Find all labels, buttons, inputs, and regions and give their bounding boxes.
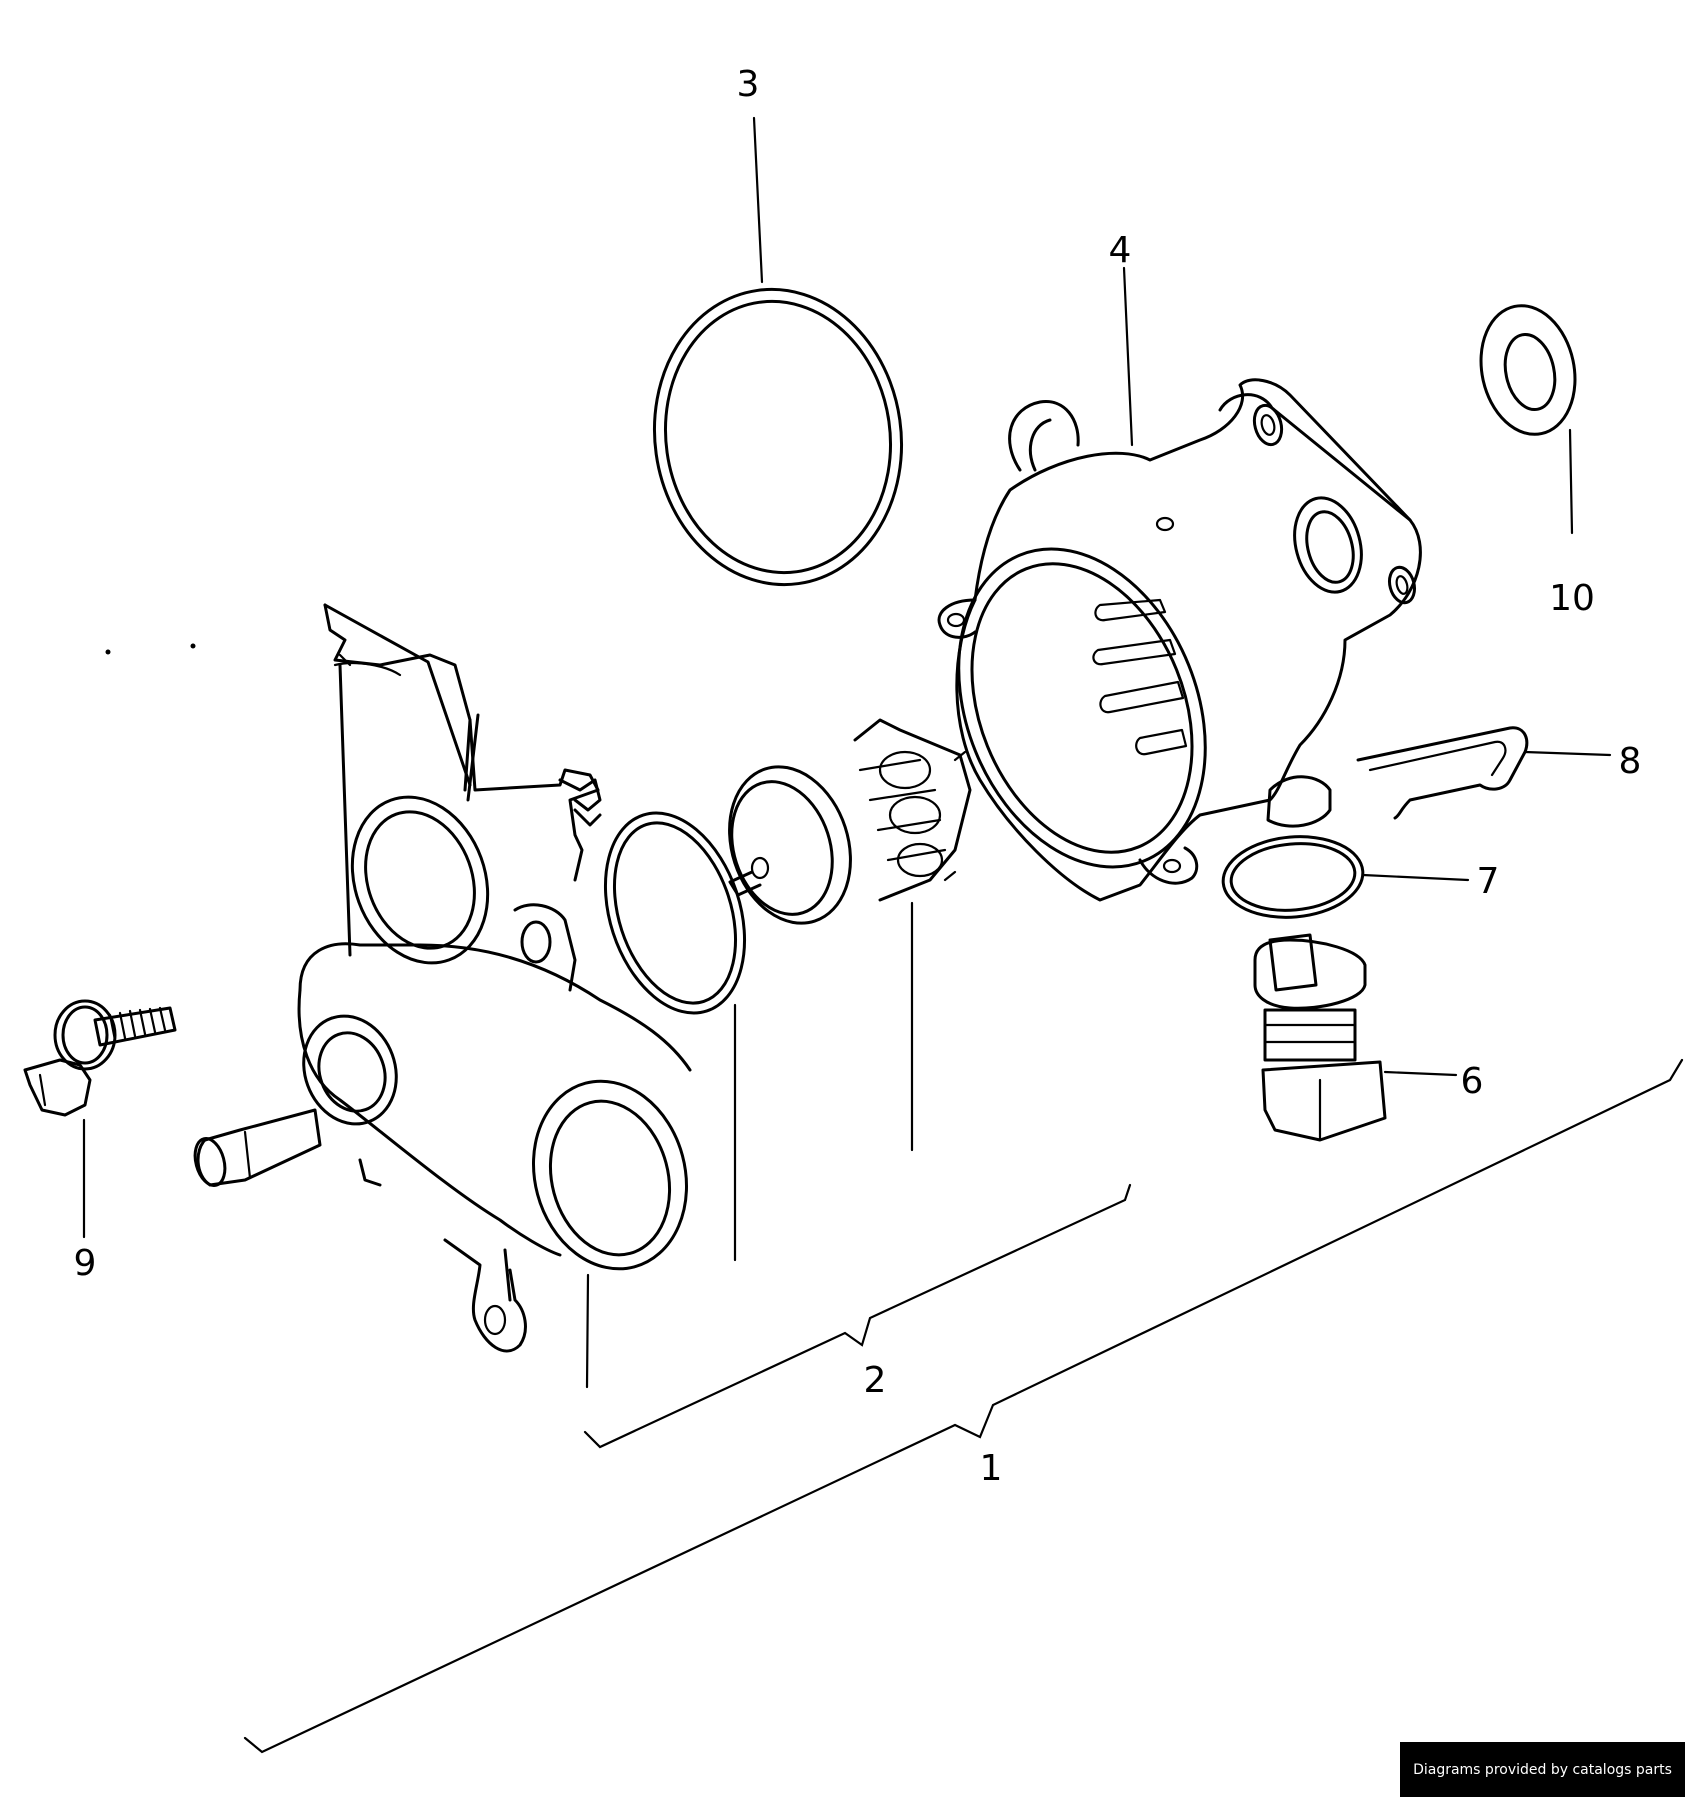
washer bbox=[1479, 304, 1577, 436]
housing-o-ring bbox=[603, 811, 747, 1015]
thermostat-cover bbox=[193, 603, 692, 1353]
thermostat-insert bbox=[728, 718, 972, 925]
small-o-ring bbox=[1221, 835, 1365, 919]
retaining-clip bbox=[1356, 726, 1529, 820]
callout-2: 2 bbox=[864, 1360, 887, 1401]
callout-10: 10 bbox=[1549, 578, 1595, 619]
leader-lines bbox=[82, 116, 1612, 1389]
callout-7: 7 bbox=[1477, 861, 1500, 902]
thermostat-housing bbox=[937, 378, 1422, 902]
callout-6: 6 bbox=[1461, 1061, 1484, 1102]
large-o-ring bbox=[652, 287, 904, 587]
speck bbox=[190, 643, 196, 649]
callout-1: 1 bbox=[980, 1448, 1003, 1489]
credit-banner: Diagrams provided by catalogs parts bbox=[1400, 1742, 1685, 1797]
callout-4: 4 bbox=[1109, 230, 1132, 271]
temperature-sender bbox=[1253, 933, 1387, 1142]
callout-9: 9 bbox=[74, 1243, 97, 1284]
flange-bolt bbox=[23, 999, 177, 1117]
assembly-bracket-2 bbox=[583, 1183, 1132, 1449]
callout-8: 8 bbox=[1619, 741, 1642, 782]
speck bbox=[105, 649, 111, 655]
callout-3: 3 bbox=[737, 64, 760, 105]
assembly-bracket-1 bbox=[243, 1058, 1684, 1754]
